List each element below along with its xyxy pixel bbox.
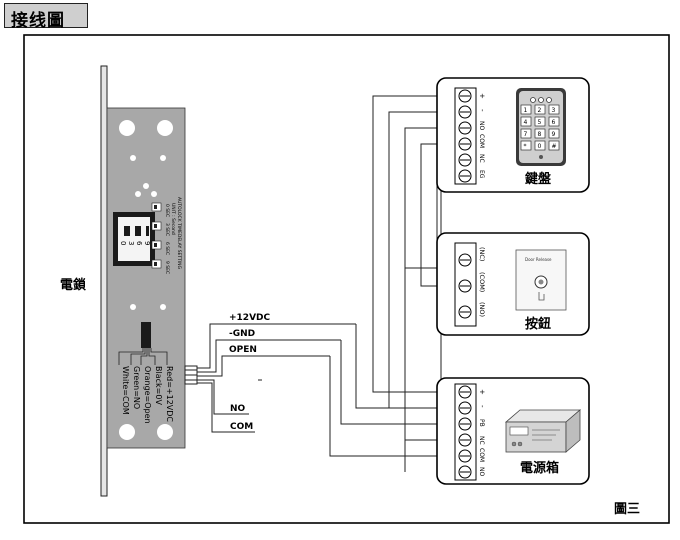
cable-label-open: OPEN bbox=[229, 345, 257, 355]
small-hole bbox=[160, 304, 166, 310]
small-hole bbox=[130, 304, 136, 310]
keypad-key: 7 bbox=[524, 131, 528, 138]
lock-wire-label-black: Black=0V bbox=[154, 366, 163, 405]
lock-label: 電鎖 bbox=[60, 277, 87, 293]
keypad-key: * bbox=[524, 143, 527, 150]
keypad-key: 2 bbox=[538, 107, 542, 114]
dip-row-label: 0 SEC bbox=[164, 204, 170, 217]
power-terminal-label: + bbox=[478, 389, 486, 395]
led-dot bbox=[135, 191, 141, 197]
exit-button-unit: (NC) (COM) (NO) Door Release 按鈕 bbox=[436, 232, 590, 336]
power-supply-device bbox=[504, 409, 582, 453]
power-supply-label: 電源箱 bbox=[520, 460, 559, 476]
dip-row-label: 6 SEC bbox=[164, 242, 170, 255]
dip-number: 3 bbox=[127, 241, 135, 245]
figure-number: 圖三 bbox=[614, 501, 640, 517]
lock-wire-label-orange: Orange=Open bbox=[143, 366, 152, 424]
dip-row-label: 3 SEC bbox=[164, 223, 170, 236]
keypad-terminal-label: COM bbox=[478, 134, 485, 148]
keypad-terminal-label: + bbox=[478, 93, 486, 99]
keypad-key: 3 bbox=[552, 107, 556, 114]
button-face-text: Door Release bbox=[525, 257, 552, 262]
keypad-terminals bbox=[458, 89, 472, 183]
lock-mounting-plate bbox=[100, 65, 108, 497]
keypad-unit: + - NO COM NC EG 1 2 3 bbox=[436, 77, 590, 193]
keypad-key: 9 bbox=[552, 131, 556, 138]
keypad-key: 0 bbox=[538, 143, 542, 150]
power-terminal-label: NC bbox=[478, 436, 485, 445]
dip-subcaption: UNIT : Second bbox=[170, 203, 176, 235]
dip-caption: AUTOLOCK TIMEDELAY SETTING bbox=[176, 197, 182, 270]
keypad-key: 5 bbox=[538, 119, 542, 126]
cable-label-gnd: -GND bbox=[229, 329, 255, 339]
keypad-terminal-label: NO bbox=[478, 121, 485, 130]
lock-wire-label-white: White=COM bbox=[121, 366, 130, 415]
button-terminal-label: (NO) bbox=[478, 302, 486, 317]
lock-body bbox=[106, 107, 186, 449]
power-terminal-label: COM bbox=[478, 448, 485, 462]
lock-wire-label-green: Green=NO bbox=[132, 366, 141, 409]
cable-label-12vdc: +12VDC bbox=[229, 313, 271, 323]
dip-setting-legend: 0 SEC 3 SEC 6 SEC 9 SEC UNIT : Second AU… bbox=[151, 197, 182, 274]
button-terminal-label: (COM) bbox=[478, 272, 486, 292]
keypad-terminal-label: - bbox=[478, 109, 486, 112]
small-hole bbox=[160, 155, 166, 161]
keypad-terminal-label: EG bbox=[478, 170, 485, 179]
dip-number: 9 bbox=[143, 241, 151, 245]
button-label: 按鈕 bbox=[525, 316, 551, 332]
wire-connector bbox=[141, 322, 151, 348]
dip-number: 6 bbox=[135, 241, 143, 246]
button-terminal-label: (NC) bbox=[478, 247, 486, 261]
power-terminals bbox=[458, 385, 472, 479]
power-terminal-label: - bbox=[478, 405, 486, 408]
lock-wire-label-red: Red=+12VDC bbox=[165, 366, 174, 422]
power-supply-unit: + - PB NC COM NO 電源箱 bbox=[436, 377, 590, 485]
cable-label-no: NO bbox=[230, 404, 246, 414]
title-box: 接线圖 bbox=[4, 3, 88, 31]
diagram-title: 接线圖 bbox=[11, 11, 65, 31]
dip-switch: 0 3 6 9 bbox=[113, 212, 155, 266]
power-terminal-label: PB bbox=[478, 419, 485, 427]
power-terminal-label: NO bbox=[478, 467, 485, 476]
small-hole bbox=[130, 155, 136, 161]
dip-row-label: 9 SEC bbox=[164, 261, 170, 274]
dip-number: 0 bbox=[119, 241, 127, 245]
screw-hole-bottom-right bbox=[157, 424, 173, 440]
keypad-key: 8 bbox=[538, 131, 542, 138]
diagram-frame bbox=[23, 34, 670, 524]
keypad-key: 4 bbox=[524, 119, 528, 126]
lock-cables bbox=[197, 323, 356, 433]
button-terminals bbox=[458, 253, 472, 319]
keypad-key: # bbox=[552, 143, 557, 150]
lock-wire-fan bbox=[118, 348, 168, 365]
cable-label-com: COM bbox=[230, 422, 253, 432]
exit-button-device: Door Release bbox=[515, 249, 567, 311]
keypad-device: 1 2 3 4 5 6 7 8 9 * 0 # bbox=[516, 88, 566, 166]
screw-hole-bottom-left bbox=[119, 424, 135, 440]
keypad-key: 6 bbox=[552, 119, 556, 126]
keypad-label: 鍵盤 bbox=[525, 171, 552, 187]
led-dot bbox=[143, 183, 149, 189]
keypad-key: 1 bbox=[524, 107, 528, 114]
screw-hole-top-left bbox=[119, 120, 135, 136]
electric-lock: 0 3 6 9 0 SEC 3 bbox=[60, 65, 198, 497]
led-dot bbox=[151, 191, 157, 197]
screw-hole-top-right bbox=[157, 120, 173, 136]
keypad-terminal-label: NC bbox=[478, 154, 485, 163]
